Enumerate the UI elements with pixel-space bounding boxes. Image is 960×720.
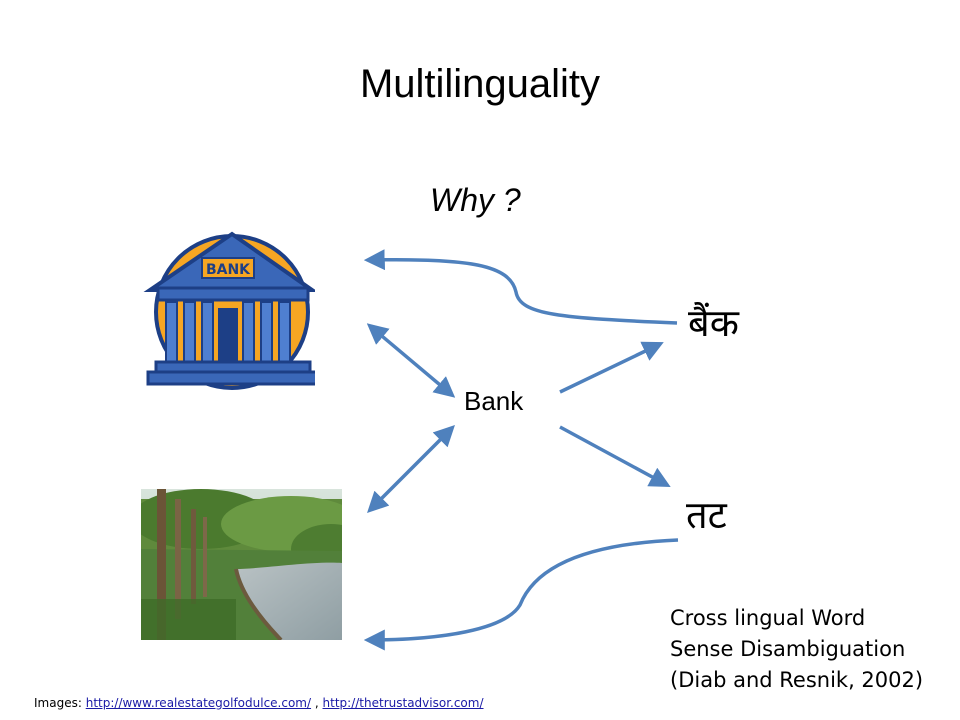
arrow-hindi-bank-to-bank-image [363, 249, 678, 325]
caption-line-1: Cross lingual Word [670, 606, 866, 630]
arrow-english-to-hindi-bank [559, 341, 664, 394]
arrow-hindi-riverbank-to-river-image [363, 538, 679, 651]
arrow-bank-image-english-bank [366, 323, 456, 398]
bank-sign-text: BANK [206, 262, 251, 278]
caption-line-2: Sense Disambiguation [670, 637, 906, 661]
slide-title: Multilinguality [359, 62, 601, 106]
slide-subtitle: Why ? [430, 182, 521, 218]
caption-line-3: (Diab and Resnik, 2002) [670, 668, 924, 692]
credits-prefix: Images: [34, 696, 82, 710]
english-word-bank: Bank [464, 386, 524, 416]
hindi-word-riverbank: तट [686, 493, 727, 537]
arrow-river-image-english-bank [367, 425, 455, 513]
credits-separator: , [314, 696, 319, 710]
bank-building-image: BANK [143, 231, 315, 390]
river-bank-photo [141, 489, 342, 640]
image-credits: Images: http://www.realestategolfodulce.… [34, 696, 484, 710]
hindi-word-bank: बैंक [688, 301, 739, 345]
arrow-english-to-hindi-riverbank [559, 425, 671, 488]
citation-caption: Cross lingual Word Sense Disambiguation … [670, 603, 923, 696]
credit-link-realestate[interactable]: http://www.realestategolfodulce.com/ [85, 696, 312, 710]
credit-link-trustadvisor[interactable]: http://thetrustadvisor.com/ [322, 696, 484, 710]
